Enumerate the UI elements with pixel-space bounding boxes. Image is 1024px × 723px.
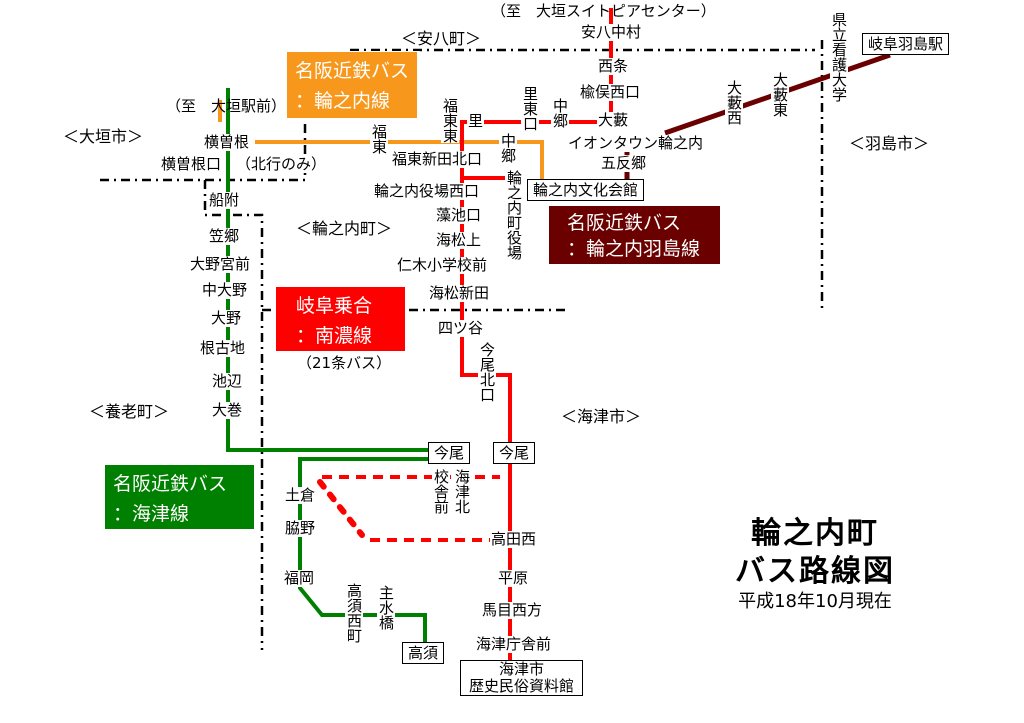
stop-koshamae: 校舎前 (432, 469, 450, 514)
area-wanouchi: ＜輪之内町＞ (296, 219, 393, 238)
stop-imao-kaizu-box: 今尾 (428, 442, 471, 464)
route-box-wanouchi: 名阪近鉄バス ：輪之内線 (286, 51, 420, 121)
hashima-line (624, 52, 891, 180)
boundary-ogaki (100, 118, 307, 182)
boundary-ogaki-2 (203, 180, 264, 650)
stop-kaizukita: 海津北 (453, 469, 471, 514)
nanno-dotted-route (322, 475, 500, 542)
stop-chosha: 海津庁舎前 (475, 635, 553, 653)
route-name: 名阪近鉄バス (567, 212, 682, 234)
stop-bunka-box: 輪之内文化会館 (527, 179, 645, 201)
stop-ikenobe: 池辺 (211, 372, 244, 390)
museum-line2: 歴史民俗資料館 (469, 677, 575, 695)
route-line: ：輪之内羽島線 (567, 238, 701, 260)
route-name: 岐阜乗合 (296, 295, 373, 317)
municipal-boundaries (100, 40, 824, 650)
stop-oyabunishi: 大藪西 (725, 80, 743, 125)
stop-wakino: 脇野 (284, 519, 317, 537)
area-hashima: ＜羽島市＞ (849, 134, 930, 153)
stop-omaki: 大巻 (211, 401, 244, 419)
stop-nakago-b: 中郷 (499, 133, 517, 163)
stop-nekochi: 根古地 (199, 339, 247, 357)
stop-gotango: 五反郷 (600, 154, 648, 172)
area-yoro: ＜養老町＞ (89, 402, 170, 421)
stop-fukutoshindenkita: 福東新田北口 (391, 150, 484, 168)
stop-kaishoshinden: 海松新田 (428, 284, 491, 302)
stop-satohigashiguchi: 里東口 (521, 86, 539, 131)
route-box-kaizu: 名阪近鉄バス ：海津線 (104, 464, 257, 532)
stop-tsuchikura: 土倉 (284, 486, 317, 504)
stop-yokosoneguchi: 横曽根口 (160, 155, 223, 173)
stop-kasago: 笠郷 (208, 227, 241, 245)
area-kaizu: ＜海津市＞ (561, 407, 642, 426)
stop-yakuba: 輪之内町役場 (505, 170, 523, 260)
title-line2: バス路線図 (735, 554, 895, 589)
stop-yakubanishi: 輪之内役場西口 (373, 182, 481, 200)
route-box-hashima: 名阪近鉄バス ：輪之内羽島線 (548, 205, 723, 267)
stop-aeon: イオンタウン輪之内 (567, 134, 705, 152)
route-name: 名阪近鉄バス (295, 60, 410, 82)
route-box-nanno: 岐阜乗合 ：南濃線 (275, 286, 408, 354)
stop-anpachinakamura: 安八中村 (580, 23, 643, 41)
stop-imaokitaguchi: 今尾北口 (478, 342, 496, 402)
stop-yotsuya: 四ツ谷 (437, 319, 485, 337)
stop-ono: 大野 (210, 309, 243, 327)
stop-onomiyamae: 大野宮前 (189, 255, 252, 273)
route-line: ：輪之内線 (295, 90, 391, 112)
area-ogaki: ＜大垣市＞ (63, 127, 144, 146)
note-to-ogaki-station: （至 大垣駅前） (166, 97, 287, 115)
stop-fukuoka: 福岡 (283, 569, 316, 587)
stop-fukuto: 福東 (370, 124, 388, 154)
museum-line1: 海津市 (499, 660, 545, 678)
stop-moikeguchi: 藻池口 (435, 206, 483, 224)
stop-yokosone: 横曽根 (203, 133, 251, 151)
stop-imao-nanno-box: 今尾 (493, 442, 536, 464)
stop-saijo: 西条 (597, 57, 630, 75)
route-line: ：南濃線 (296, 325, 373, 347)
wanouchi-line (218, 100, 544, 180)
route-line: ：海津線 (113, 503, 190, 525)
stop-takasu-box: 高須 (402, 642, 445, 664)
stop-nurimatanishiguchi: 楡俣西口 (579, 83, 642, 101)
title-line1: 輪之内町 (751, 516, 879, 551)
stop-gifuhashima-box: 岐阜羽島駅 (862, 33, 950, 55)
stop-oyabu: 大藪 (597, 111, 630, 129)
stop-niki: 仁木小学校前 (396, 256, 489, 274)
stop-mameinishigata: 馬目西方 (481, 601, 544, 619)
stop-kango: 県立看護大学 (830, 12, 848, 102)
stop-funatsuke: 船附 (208, 191, 241, 209)
note-bus21: （21条バス） (297, 354, 392, 372)
stop-fukutohigashi: 福東東 (441, 98, 459, 143)
stop-sato: 里 (467, 112, 485, 130)
area-anpachi: ＜安八町＞ (401, 29, 482, 48)
map-title: 輪之内町 バス路線図 平成18年10月現在 (735, 515, 895, 613)
stop-oyabuhigashi: 大藪東 (771, 72, 789, 117)
stop-museum-box: 海津市 歴史民俗資料館 (460, 660, 584, 696)
note-to-sweetpia: （至 大垣スイトピアセンター） (491, 2, 716, 20)
title-date: 平成18年10月現在 (738, 591, 892, 612)
stop-takasunishimachi: 高須西町 (345, 583, 363, 643)
stop-nakago-a: 中郷 (551, 98, 569, 128)
stop-hirahara: 平原 (497, 569, 530, 587)
stop-nakaono: 中大野 (201, 281, 249, 299)
stop-kaishoue: 海松上 (435, 231, 483, 249)
note-north-only: （北行のみ） (235, 155, 328, 173)
nanno-dotted-diagonal (317, 479, 365, 538)
stop-shusuibashi: 主水橋 (377, 585, 395, 630)
stop-takadanishi: 高田西 (490, 530, 538, 548)
route-name: 名阪近鉄バス (113, 473, 228, 495)
